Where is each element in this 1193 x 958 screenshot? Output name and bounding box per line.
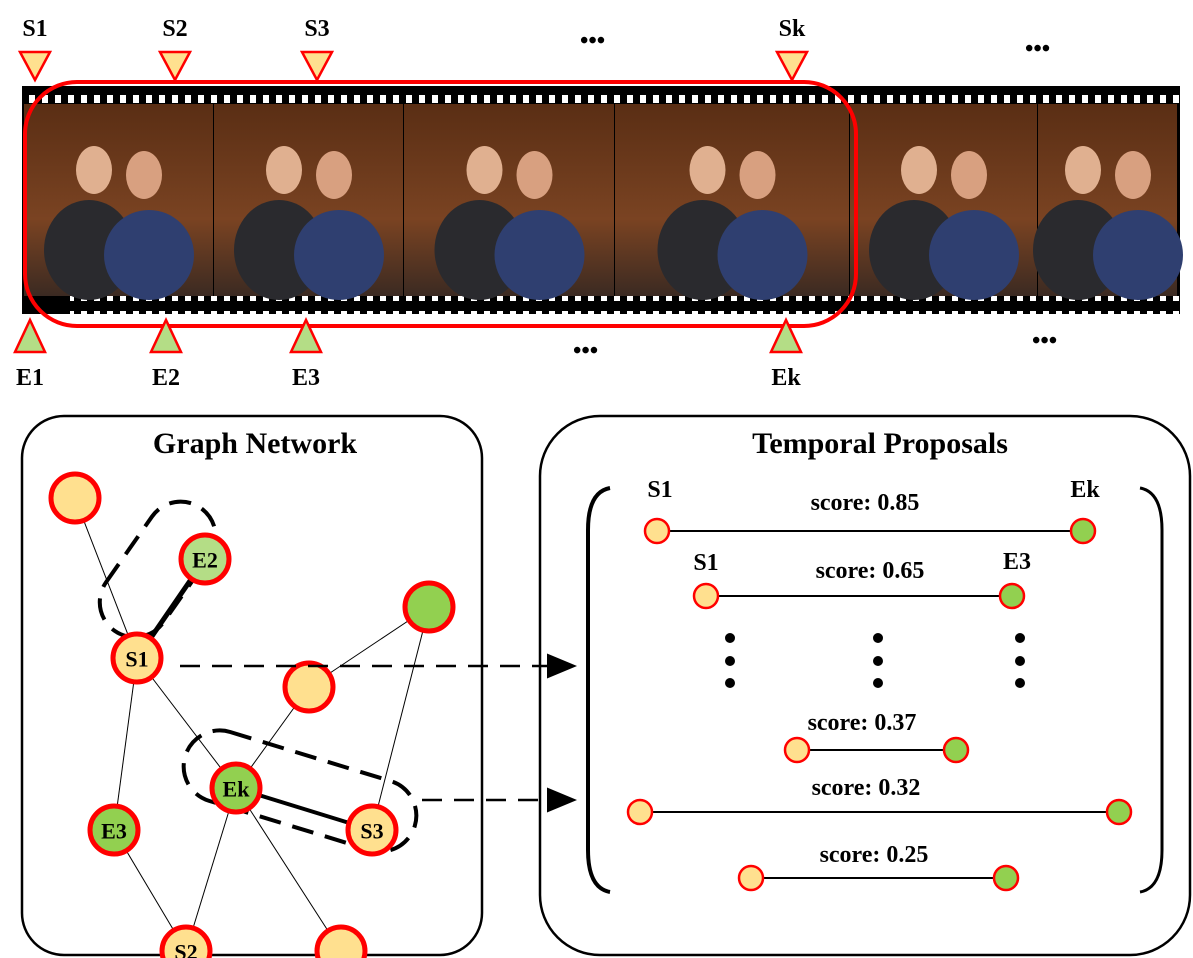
video-frame xyxy=(24,104,213,300)
start-marker-label: Sk xyxy=(779,16,806,42)
graph-edges xyxy=(74,497,430,952)
proposal-score: score: 0.65 xyxy=(816,558,925,584)
end-point-icon xyxy=(992,864,1020,892)
start-marker-icon xyxy=(299,50,335,83)
filmstrip xyxy=(22,86,1183,314)
video-frame xyxy=(214,104,403,300)
start-marker-label: S1 xyxy=(22,16,47,42)
end-point-icon xyxy=(1069,517,1097,545)
ellipsis-top-1: ••• xyxy=(580,28,605,54)
start-point-icon xyxy=(643,517,671,545)
graph-node xyxy=(48,471,102,525)
end-point-icon xyxy=(998,582,1026,610)
proposal-end-label: E3 xyxy=(1003,549,1031,575)
proposal-item: score: 0.37 xyxy=(783,710,970,764)
node-label: E3 xyxy=(101,819,127,844)
start-marker-icon xyxy=(17,50,53,83)
temporal-proposals-title: Temporal Proposals xyxy=(752,427,1008,460)
end-marker-label: E3 xyxy=(292,365,320,391)
proposal-item: score: 0.85 S1 Ek xyxy=(643,477,1100,545)
ellipsis-bottom-1: ••• xyxy=(573,338,598,364)
graph-node-ek: Ek xyxy=(209,761,263,815)
end-marker-icon xyxy=(13,317,47,354)
proposal-score: score: 0.25 xyxy=(820,842,929,868)
end-marker-icon xyxy=(769,317,803,354)
start-point-icon xyxy=(626,798,654,826)
proposal-start-label: S1 xyxy=(693,550,718,576)
node-label: Ek xyxy=(223,777,251,802)
ellipsis-top-2: ••• xyxy=(1025,36,1050,62)
end-marker-label: E1 xyxy=(16,365,44,391)
proposal-score: score: 0.32 xyxy=(812,775,921,801)
video-frame xyxy=(404,104,614,300)
graph-node-e2: E2 xyxy=(178,532,232,586)
graph-node-s2: S2 xyxy=(159,924,213,958)
end-point-icon xyxy=(1105,798,1133,826)
proposal-score: score: 0.85 xyxy=(811,490,920,516)
proposal-item: score: 0.65 S1 E3 xyxy=(692,549,1031,610)
right-bracket xyxy=(1139,486,1164,894)
video-frame xyxy=(1033,104,1183,300)
start-marker-label: S3 xyxy=(304,16,329,42)
end-marker-label: Ek xyxy=(771,365,801,391)
graph-node-s1: S1 xyxy=(110,631,164,685)
proposal-item: score: 0.25 xyxy=(737,842,1020,892)
start-marker-icon xyxy=(774,50,810,83)
node-label: S3 xyxy=(360,819,383,844)
proposal-start-label: S1 xyxy=(647,477,672,503)
start-point-icon xyxy=(737,864,765,892)
left-bracket xyxy=(586,486,611,894)
vertical-ellipsis xyxy=(725,633,1025,688)
start-marker-label: S2 xyxy=(162,16,187,42)
selected-segment-outline xyxy=(23,80,858,328)
start-marker-icon xyxy=(157,50,193,83)
start-point-icon xyxy=(783,736,811,764)
end-marker-icon xyxy=(149,317,183,354)
proposal-score: score: 0.37 xyxy=(808,710,917,736)
proposal-end-label: Ek xyxy=(1070,477,1100,503)
graph-node xyxy=(402,580,456,634)
video-frame xyxy=(850,104,1037,300)
graph-node-e3: E3 xyxy=(87,803,141,857)
video-frame xyxy=(615,104,849,300)
end-marker-label: E2 xyxy=(152,365,180,391)
end-point-icon xyxy=(942,736,970,764)
node-label: S2 xyxy=(174,940,197,958)
graph-node xyxy=(314,924,368,958)
start-point-icon xyxy=(692,582,720,610)
proposal-item: score: 0.32 xyxy=(626,775,1133,826)
graph-node-s3: S3 xyxy=(345,803,399,857)
node-label: E2 xyxy=(192,548,218,573)
grouping-outlines xyxy=(97,499,419,854)
graph-node xyxy=(282,660,336,714)
ellipsis-bottom-2: ••• xyxy=(1032,328,1057,354)
graph-network-title: Graph Network xyxy=(153,427,357,460)
end-marker-icon xyxy=(289,317,323,354)
node-label: S1 xyxy=(125,647,148,672)
